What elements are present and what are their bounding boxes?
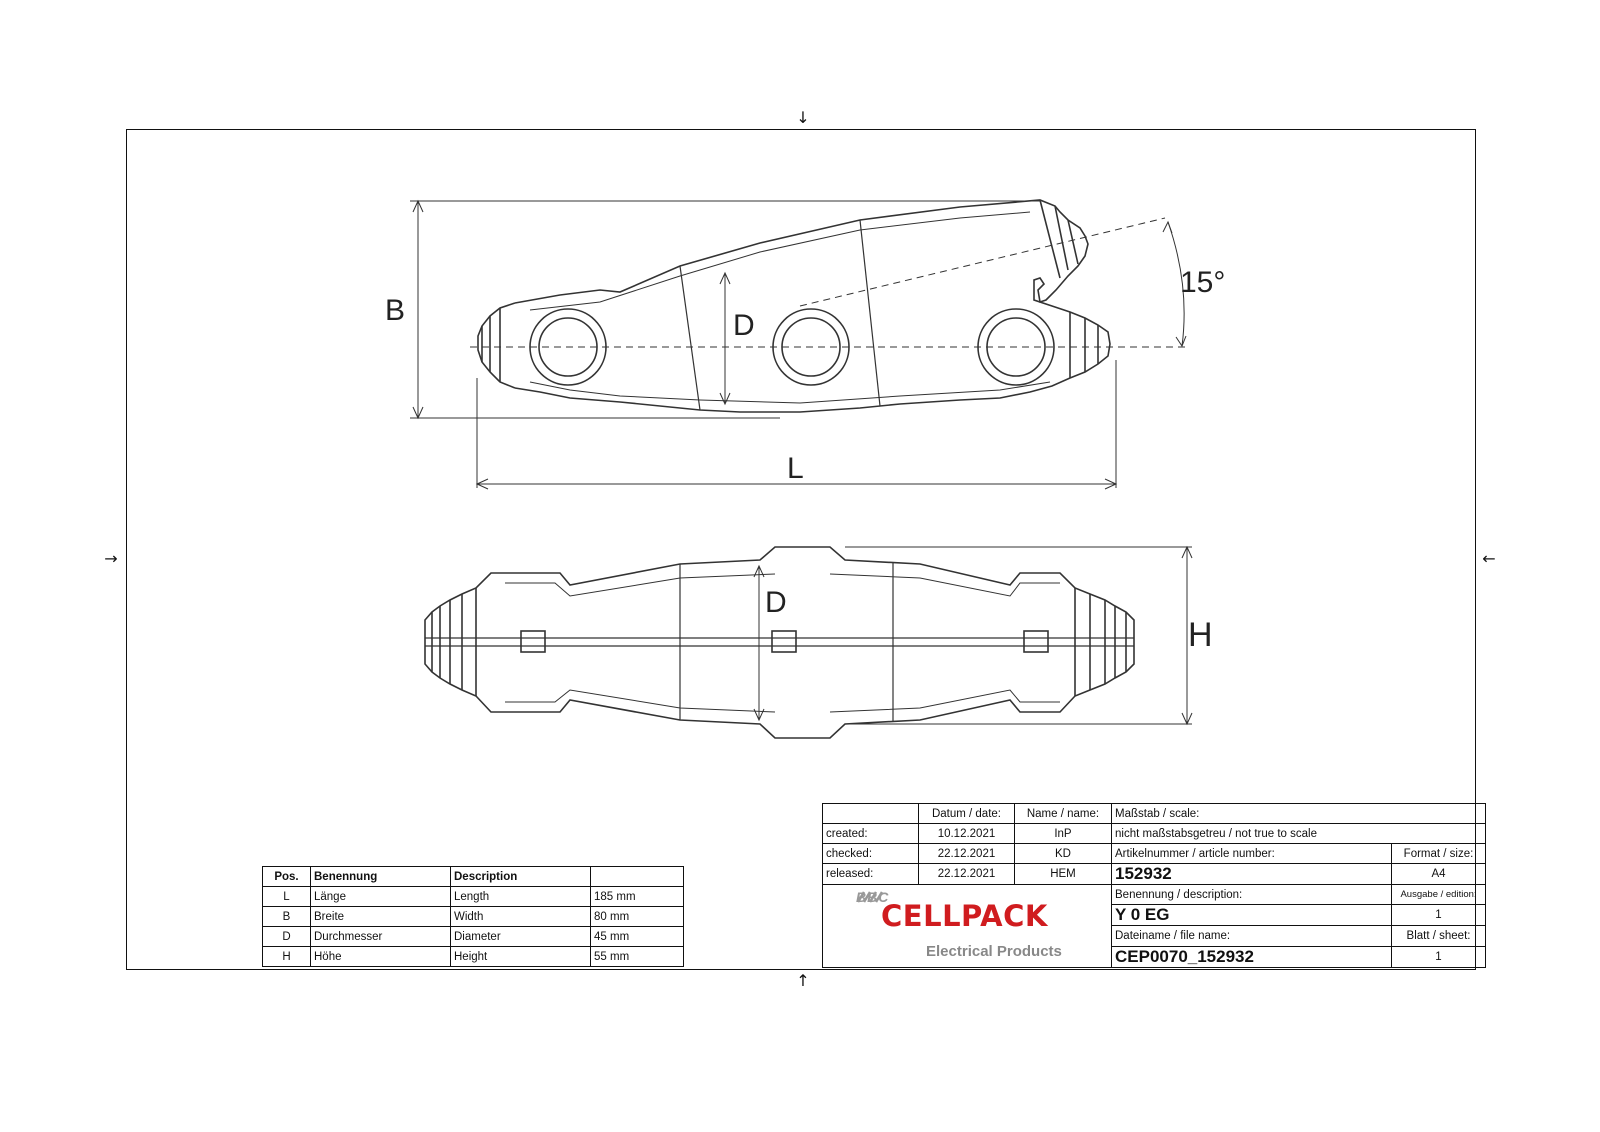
row-benennung: Höhe — [310, 946, 451, 967]
logo-brand: CELLPACK — [881, 899, 1048, 933]
row-pos: L — [262, 886, 311, 907]
row-value: 45 mm — [590, 926, 684, 947]
top-center-arrow-icon: ↓ — [796, 108, 810, 127]
parts-table: Pos. Benennung Description L Länge Lengt… — [262, 866, 684, 967]
article-label: Artikelnummer / article number: — [1111, 843, 1392, 864]
edition-value: 1 — [1391, 904, 1486, 927]
created-date: 10.12.2021 — [917, 823, 1015, 844]
row-description: Height — [450, 946, 591, 967]
dim-label-d-top: D — [733, 309, 755, 342]
sheet-label: Blatt / sheet: — [1391, 925, 1486, 947]
checked-label: checked: — [822, 843, 919, 864]
edition-label: Ausgabe / edition: — [1391, 883, 1486, 906]
dim-label-b: B — [385, 294, 405, 327]
dim-label-l: L — [787, 452, 804, 485]
angle-centerline — [799, 217, 1166, 307]
row-pos: D — [262, 926, 311, 947]
dim-label-angle: 15° — [1180, 266, 1225, 299]
article-number: 152932 — [1111, 863, 1392, 885]
header-pos: Pos. — [262, 866, 311, 887]
description-value: Y 0 EG — [1111, 904, 1392, 927]
format-label: Format / size: — [1391, 843, 1486, 864]
table-row: B Breite Width 80 mm — [262, 906, 684, 927]
logo-stripes-icon — [856, 891, 884, 903]
left-center-arrow-icon: → — [104, 549, 118, 568]
row-description: Diameter — [450, 926, 591, 947]
logo-cell: BBC CELLPACK Electrical Products — [822, 884, 1112, 968]
checked-date: 22.12.2021 — [917, 843, 1015, 864]
released-label: released: — [822, 863, 919, 885]
logo-tagline: Electrical Products — [926, 943, 1062, 960]
format-value: A4 — [1391, 863, 1486, 885]
top-view-outline — [477, 199, 1111, 413]
header-description: Description — [450, 866, 591, 887]
filename-value: CEP0070_152932 — [1111, 945, 1392, 969]
table-header-row: Pos. Benennung Description — [262, 866, 684, 887]
row-value: 185 mm — [590, 886, 684, 907]
row-description: Length — [450, 886, 591, 907]
name-header: Name / name: — [1013, 803, 1113, 824]
sheet-value: 1 — [1391, 945, 1486, 969]
right-center-arrow-icon: ← — [1482, 549, 1496, 568]
released-name: HEM — [1013, 863, 1113, 885]
row-value: 80 mm — [590, 906, 684, 927]
header-benennung: Benennung — [310, 866, 451, 887]
drawing-frame — [126, 129, 1476, 970]
row-pos: H — [262, 946, 311, 967]
created-name: InP — [1013, 823, 1113, 844]
created-label: created: — [822, 823, 919, 844]
scale-value: nicht maßstabsgetreu / not true to scale — [1111, 823, 1486, 844]
table-row: H Höhe Height 55 mm — [262, 946, 684, 967]
released-date: 22.12.2021 — [917, 863, 1015, 885]
header-value — [590, 866, 684, 887]
dim-label-d-bottom: D — [765, 586, 787, 619]
title-block: Datum / date: Name / name: Maßstab / sca… — [822, 803, 1486, 969]
description-label: Benennung / description: — [1111, 883, 1392, 906]
row-benennung: Durchmesser — [310, 926, 451, 947]
bottom-center-arrow-icon: ↑ — [796, 971, 810, 990]
date-header: Datum / date: — [917, 803, 1015, 824]
filename-label: Dateiname / file name: — [1111, 925, 1392, 947]
row-pos: B — [262, 906, 311, 927]
row-description: Width — [450, 906, 591, 927]
row-benennung: Breite — [310, 906, 451, 927]
row-value: 55 mm — [590, 946, 684, 967]
table-row: D Durchmesser Diameter 45 mm — [262, 926, 684, 947]
table-row: L Länge Length 185 mm — [262, 886, 684, 907]
scale-label: Maßstab / scale: — [1111, 803, 1486, 824]
side-view-outline — [424, 546, 1135, 739]
dim-label-h: H — [1188, 616, 1213, 654]
row-benennung: Länge — [310, 886, 451, 907]
checked-name: KD — [1013, 843, 1113, 864]
cellpack-logo: BBC CELLPACK Electrical Products — [826, 885, 1108, 967]
